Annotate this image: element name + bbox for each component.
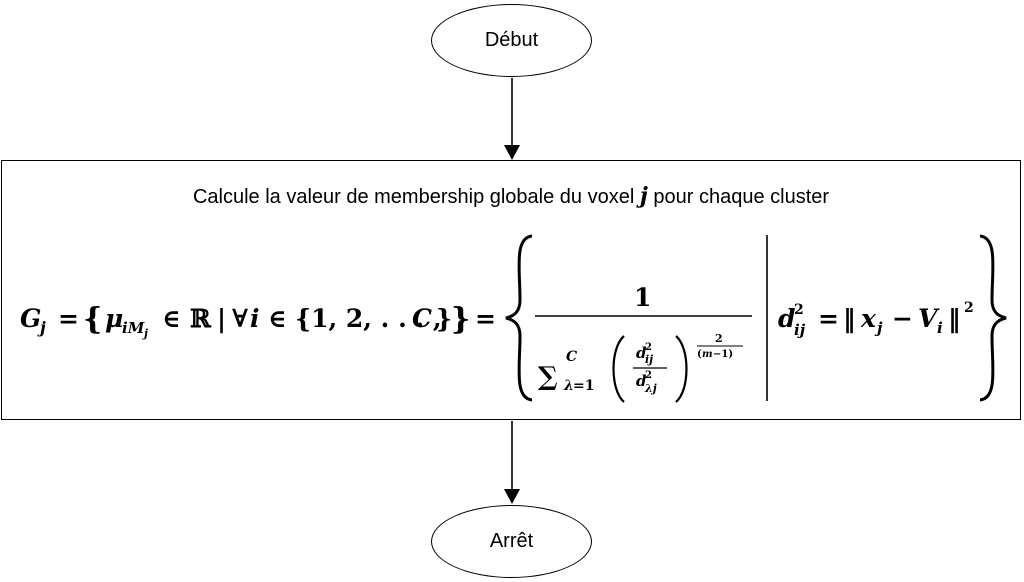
svg-text:V: V [918,304,940,333]
process-title-text: Calcule la valeur de membership globale … [192,186,635,208]
arrowhead-to-process [504,145,520,160]
process-title-variable: j [639,183,648,209]
svg-text:j: j [874,319,883,337]
svg-text:∈: ∈ [162,304,181,333]
svg-text:C: C [566,349,577,365]
svg-text:i: i [250,304,260,333]
svg-text:1: 1 [634,283,651,312]
svg-text:i: i [937,319,943,337]
svg-text:ℝ: ℝ [190,304,212,333]
process-title: Calcule la valeur de membership globale … [2,183,1020,209]
svg-text:2: 2 [715,332,723,345]
svg-text:2: 2 [964,300,974,316]
svg-text:j: j [142,327,148,340]
svg-text:μ: μ [105,304,123,333]
svg-text:∀: ∀ [232,304,248,333]
svg-text:‖: ‖ [948,304,961,333]
svg-text:iM: iM [122,319,145,337]
svg-text:−: − [892,304,913,333]
process-node: Calcule la valeur de membership globale … [1,160,1021,420]
svg-text:∈: ∈ [268,304,287,333]
svg-text:{: { [83,302,102,337]
arrowhead-to-end [504,489,520,504]
svg-text:ij: ij [794,321,806,339]
big-left-brace [505,234,533,402]
svg-text:‖: ‖ [843,304,856,333]
svg-text:(: ( [697,349,702,360]
svg-text:−1): −1) [713,349,733,360]
big-right-brace [979,234,1007,402]
svg-text:{1, 2, . . . ,: {1, 2, . . . , [295,304,442,333]
svg-text:ij: ij [645,353,653,366]
process-title-suffix: pour chaque cluster [653,186,830,208]
right-paren [675,335,688,403]
svg-text:2: 2 [794,302,804,318]
svg-text:∑: ∑ [538,362,558,392]
svg-text:d: d [778,304,795,333]
svg-text:2: 2 [645,370,652,381]
end-node: Arrêt [431,505,592,578]
svg-text:j: j [37,318,46,337]
svg-text:d: d [636,344,647,362]
svg-text:λ: λ [563,378,574,394]
svg-text:λj: λj [644,382,657,395]
left-paren [612,335,625,403]
start-node: Début [431,4,592,77]
start-label: Début [484,29,539,51]
svg-text:}: } [451,302,470,337]
svg-text:G: G [20,304,41,333]
svg-text:=: = [818,304,839,333]
svg-text:=: = [58,304,79,333]
svg-text:m: m [702,349,713,360]
svg-text:|: | [217,304,226,333]
svg-text:=1: =1 [573,378,594,394]
svg-text:x: x [860,304,877,333]
svg-text:=: = [475,304,496,333]
svg-text:C: C [412,304,432,333]
svg-text:}: } [436,304,452,333]
end-label: Arrêt [489,530,534,552]
svg-text:2: 2 [645,342,652,353]
svg-text:d: d [636,372,647,390]
